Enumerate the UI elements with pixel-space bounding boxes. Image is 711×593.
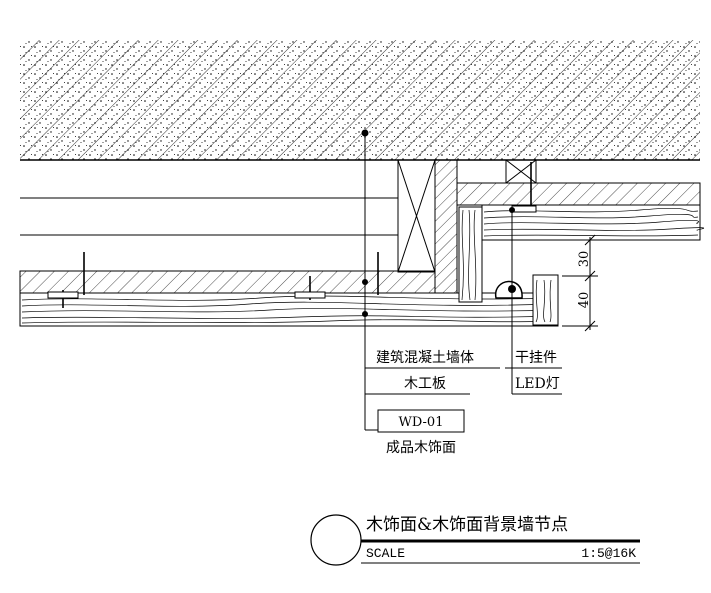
finish-code-box <box>377 409 465 433</box>
label-hanger: 干挂件 <box>515 350 557 366</box>
lower-wood-finish <box>19 292 559 327</box>
screw-anchors <box>62 162 532 308</box>
vertical-plywood-panel <box>434 159 458 303</box>
scale-label: SCALE <box>366 546 405 561</box>
label-finished-panel: 成品木饰面 <box>386 440 456 456</box>
finish-code: WD-01 <box>399 415 444 430</box>
label-concrete-wall: 建筑混凝土墙体 <box>376 350 474 366</box>
label-plywood: 木工板 <box>404 376 446 392</box>
wood-blocking <box>397 159 436 273</box>
wall-layer-lines <box>20 197 398 236</box>
end-trim-block <box>532 274 559 326</box>
dimension-upper: 30 <box>577 251 592 268</box>
title-block <box>310 514 640 566</box>
dimension-lines <box>562 234 598 332</box>
lower-plywood-panel <box>19 270 436 294</box>
concrete-slab <box>20 40 700 161</box>
upper-plywood-panel <box>456 182 701 206</box>
dimension-lower: 40 <box>577 292 592 309</box>
title-text: 木饰面&木饰面背景墙节点 <box>366 515 568 535</box>
detail-marker-circle <box>310 514 362 566</box>
leader-dots <box>361 129 515 317</box>
scale-value: 1:5@16K <box>581 546 636 561</box>
vertical-wood-grain <box>458 206 483 303</box>
led-fixture <box>495 280 523 299</box>
label-led-light: LED灯 <box>515 376 560 392</box>
